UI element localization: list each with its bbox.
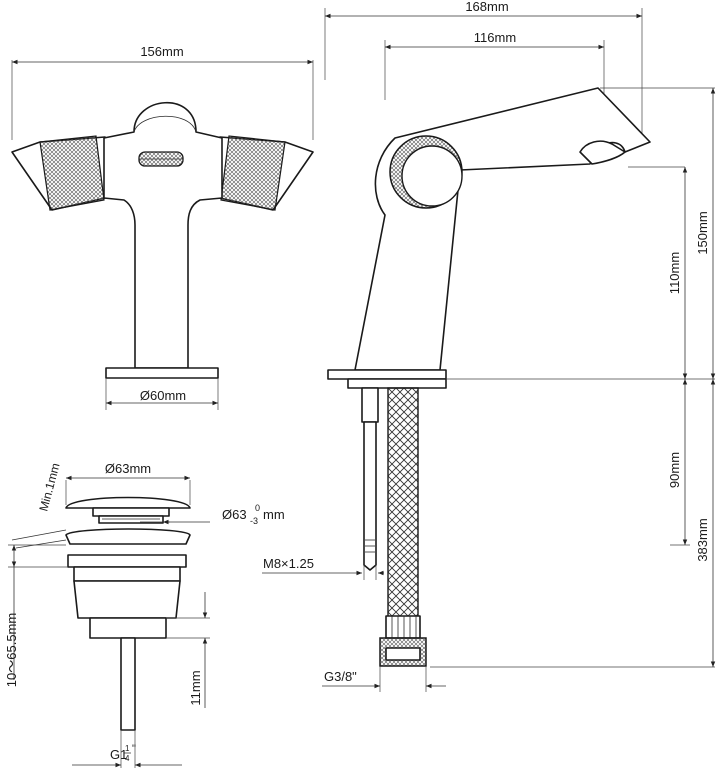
label-waste-tolerance-lower: -3 xyxy=(250,516,258,526)
dim-basin-thickness: 10～65.5mm xyxy=(4,544,68,687)
faucet-body-side xyxy=(354,87,651,371)
waste-flange xyxy=(65,528,191,545)
left-handle-knurl xyxy=(39,135,105,211)
waste-ring xyxy=(67,554,187,568)
hose-crimp xyxy=(385,615,421,639)
label-hose-thread: G3/8" xyxy=(324,669,357,684)
label-waste-thread-main: G1 xyxy=(110,747,127,762)
waste-cap-stem xyxy=(92,507,170,517)
waste-tail xyxy=(120,637,136,731)
label-base-diameter: Ø60mm xyxy=(140,388,186,403)
waste-thread-section xyxy=(89,617,167,639)
label-150mm: 150mm xyxy=(695,211,710,254)
dim-thread-length: 11mm xyxy=(166,592,210,708)
label-383mm: 383mm xyxy=(695,518,710,561)
waste-body xyxy=(73,580,181,619)
dim-waste-thread: G1 1 4 " xyxy=(72,730,182,768)
label-waste-tolerance-upper: 0 xyxy=(255,503,260,513)
spout-outlet xyxy=(579,140,626,165)
label-min-gap: Min.1mm xyxy=(36,461,62,512)
dim-handle-span: 156mm xyxy=(11,44,314,140)
label-bolt-thread: M8×1.25 xyxy=(263,556,314,571)
waste-view: Ø63mm Ø63 0 -3 mm Min.1mm xyxy=(4,461,285,768)
label-thread-length: 11mm xyxy=(188,670,203,705)
label-waste-thread-den: 4 xyxy=(125,754,130,763)
dim-verticals: 110mm 150mm 90mm 383mm xyxy=(430,87,716,668)
label-168mm: 168mm xyxy=(465,0,508,14)
label-waste-tolerance-unit: mm xyxy=(263,507,285,522)
label-110mm: 110mm xyxy=(667,252,682,294)
label-90mm: 90mm xyxy=(667,452,682,488)
dim-base-diameter: Ø60mm xyxy=(105,378,219,410)
label-waste-tolerance-base: Ø63 xyxy=(222,507,247,522)
label-waste-thread-quote: " xyxy=(132,743,136,755)
faucet-body-front xyxy=(103,101,223,369)
label-156mm: 156mm xyxy=(140,44,183,59)
dim-hose-thread: G3/8" xyxy=(322,666,446,692)
front-view: 156mm Ø60mm xyxy=(11,44,314,410)
side-view: 168mm 116mm xyxy=(262,0,716,692)
base-plate-front xyxy=(105,367,219,379)
label-waste-thread-num: 1 xyxy=(125,744,130,753)
base-washer-side xyxy=(347,378,447,389)
side-handle-cap xyxy=(401,145,463,207)
right-handle-knurl xyxy=(220,135,286,211)
label-basin-thickness: 10～65.5mm xyxy=(4,613,19,687)
dim-bolt-thread: M8×1.25 xyxy=(262,556,384,580)
mounting-bolt-head xyxy=(361,387,379,423)
dim-min-gap: Min.1mm xyxy=(11,461,67,549)
dim-overall-length: 168mm xyxy=(324,0,643,140)
dim-waste-diameter: Ø63mm xyxy=(65,461,191,505)
mounting-bolt-rod xyxy=(363,421,377,571)
label-116mm: 116mm xyxy=(474,30,516,45)
dim-waste-tolerance: Ø63 0 -3 mm xyxy=(140,503,285,526)
base-plate-side xyxy=(327,369,447,380)
waste-cap xyxy=(65,496,191,509)
braided-hose xyxy=(387,387,419,621)
label-waste-diameter: Ø63mm xyxy=(105,461,151,476)
